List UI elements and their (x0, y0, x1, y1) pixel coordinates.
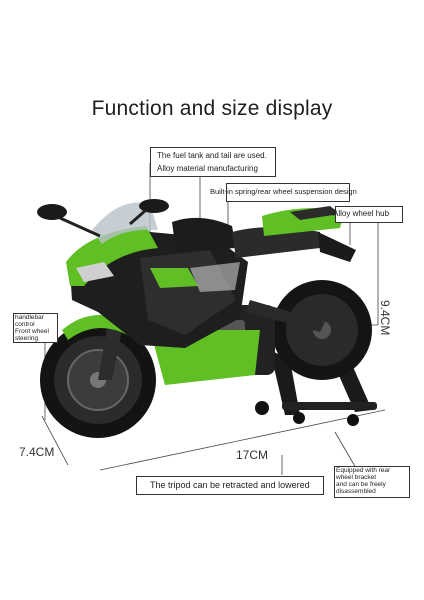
fuel-tank-label: The fuel tank and tail are used. (157, 151, 267, 160)
bracket-label-box (334, 466, 410, 498)
handlebar-label-2: control (15, 321, 35, 328)
width-dimension: 7.4CM (19, 445, 55, 459)
page-title: Function and size display (91, 97, 333, 120)
tail-bracket (318, 232, 356, 262)
tank-seat (172, 206, 345, 258)
handlebar-label-box (13, 313, 58, 343)
rear-wheel (272, 280, 372, 380)
swing-arm (246, 300, 325, 332)
bracket-label-3: and can be freely (336, 481, 386, 488)
alloy-hub-label-box (335, 206, 403, 223)
alloy-material-label: Alloy material manufacturing (157, 164, 258, 173)
bracket-label-4: disassembled (336, 488, 376, 495)
fuel-tank-label-box (150, 147, 276, 177)
handlebar-label-3: Front wheel (15, 328, 49, 335)
height-dimension: 9.4CM (378, 300, 392, 336)
handlebar-label-4: steering (15, 335, 39, 342)
fairing (66, 226, 248, 348)
bracket-label-1: Equipped with rear (336, 467, 391, 474)
alloy-hub-label: Alloy wheel hub (333, 209, 390, 218)
spring-label-box (226, 183, 350, 202)
mirrors (37, 199, 169, 238)
spring-label: Built-in spring/rear wheel suspension de… (210, 187, 357, 196)
bracket-label-2: wheel bracket (336, 474, 377, 481)
length-dimension: 17CM (236, 448, 269, 462)
tripod-label: The tripod can be retracted and lowered (150, 480, 310, 490)
headlight (76, 262, 114, 282)
handlebar-label-1: handlebar (15, 314, 44, 321)
tripod-label-box (136, 476, 324, 495)
